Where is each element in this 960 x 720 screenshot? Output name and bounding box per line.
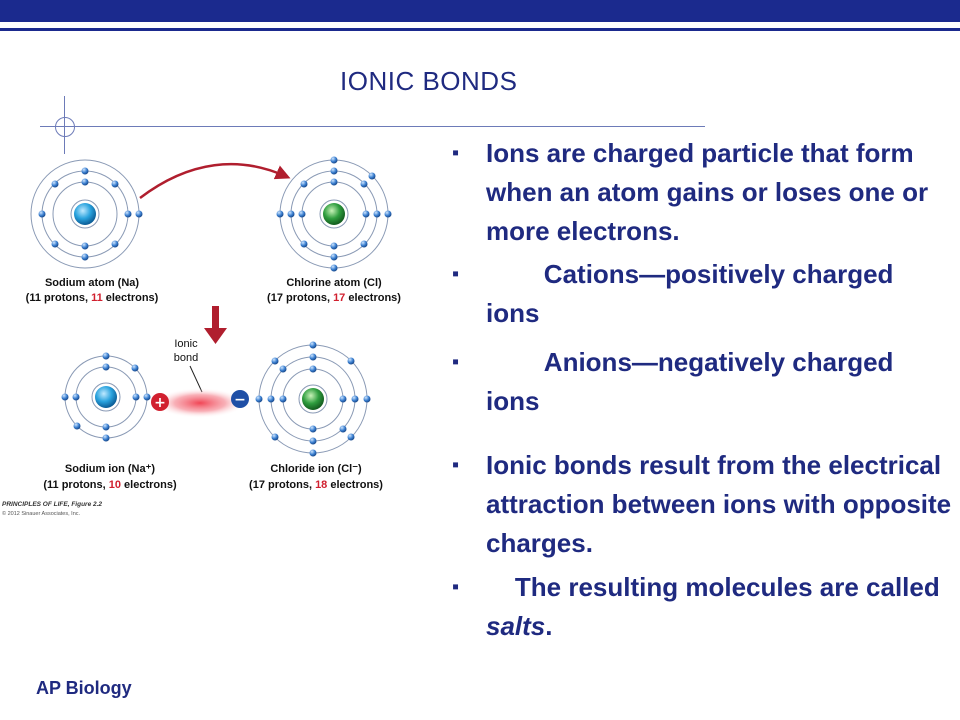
chloride-ion <box>255 341 371 457</box>
sodium-atom <box>30 159 143 269</box>
sodium-nucleus <box>74 203 96 225</box>
ionic-attraction-glow <box>154 388 246 418</box>
orbit <box>298 384 328 414</box>
sodium-ion-counts: (11 protons, 10 electrons) <box>43 479 177 491</box>
bullet-ionic-bonds: ▪ Ionic bonds result from the electrical … <box>452 446 952 563</box>
orbit <box>91 382 121 412</box>
ionic-bond-pointer <box>189 365 203 393</box>
sodium-atom-label: Sodium atom (Na) <box>45 277 139 289</box>
orbit <box>319 199 349 229</box>
title-underline <box>40 126 705 127</box>
crosshair-circle <box>55 117 75 137</box>
bullet-cations: ▪ Cations—positively charged ions <box>452 255 952 333</box>
salts-term: salts <box>486 611 546 641</box>
bullet-text-end: . <box>545 611 553 641</box>
bullet-ions-definition: ▪ Ions are charged particle that form whe… <box>452 134 952 251</box>
bullet-text: Ions are charged particle that form when… <box>486 138 929 246</box>
electron-transfer-arrow <box>139 162 291 199</box>
slide-title: IONIC BONDS <box>340 66 518 96</box>
figure-credit-copyright: © 2012 Sinauer Associates, Inc. <box>2 510 81 517</box>
bullet-marker: ▪ <box>452 454 460 476</box>
bullet-marker: ▪ <box>452 576 460 598</box>
sodium-ion <box>61 352 151 442</box>
chlorine-atom-label: Chlorine atom (Cl) <box>286 277 382 289</box>
bullet-text: Ionic bonds result from the electrical a… <box>486 450 952 558</box>
plus-sign: + <box>154 395 166 411</box>
sodium-ion-label: Sodium ion (Na⁺) <box>65 463 155 475</box>
footer-course-name: AP Biology <box>36 678 132 698</box>
bullet-marker: ▪ <box>452 142 460 164</box>
orbit <box>70 199 100 229</box>
electrons <box>255 341 371 457</box>
chlorine-atom <box>276 156 392 272</box>
minus-sign: − <box>234 392 246 408</box>
chloride-ion-counts: (17 protons, 18 electrons) <box>249 479 383 491</box>
electrons <box>38 167 143 261</box>
electrons <box>276 156 392 272</box>
ionic-bond-label-line2: bond <box>174 352 198 364</box>
bullet-marker: ▪ <box>452 351 460 373</box>
sodium-atom-counts: (11 protons, 11 electrons) <box>26 292 159 304</box>
bullet-marker: ▪ <box>452 263 460 285</box>
positive-charge-badge <box>151 393 169 411</box>
chlorine-atom-counts: (17 protons, 17 electrons) <box>267 292 401 304</box>
ionic-bond-label-line1: Ionic <box>174 338 198 350</box>
bullet-text: Anions—negatively charged ions <box>486 347 901 416</box>
bullet-anions: ▪ Anions—negatively charged ions <box>452 343 952 421</box>
top-bar-line <box>0 28 960 31</box>
chloride-ion-label: Chloride ion (Cl⁻) <box>270 463 362 475</box>
chlorine-nucleus <box>323 203 345 225</box>
bullet-salts: ▪ The resulting molecules are called sal… <box>452 568 952 646</box>
ionic-bond-figure: Sodium atom (Na) (11 protons, 11 electro… <box>2 156 401 517</box>
sodium-ion-nucleus <box>95 386 117 408</box>
bullet-text: Cations—positively charged ions <box>486 259 901 328</box>
figure-credit-title: PRINCIPLES OF LIFE, Figure 2.2 <box>2 501 102 508</box>
chloride-ion-nucleus <box>302 388 324 410</box>
bullet-list: ▪ Ions are charged particle that form whe… <box>452 134 952 646</box>
negative-charge-badge <box>231 390 249 408</box>
electrons <box>61 352 151 442</box>
bullet-text: The resulting molecules are called <box>486 572 947 602</box>
top-bar <box>0 0 960 22</box>
reaction-down-arrow <box>204 306 227 344</box>
